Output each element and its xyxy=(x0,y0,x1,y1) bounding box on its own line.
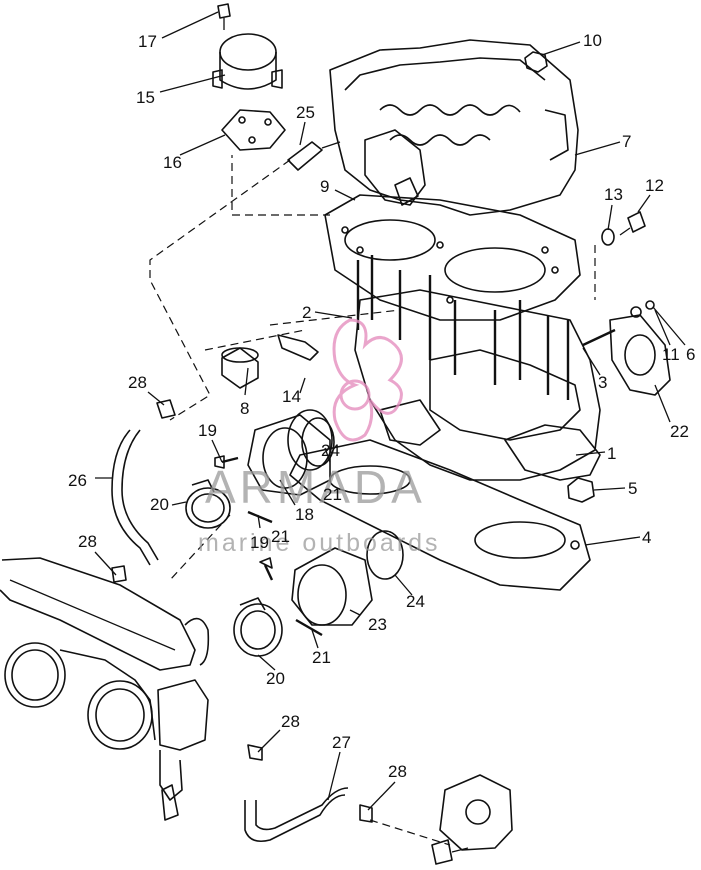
callout-17: 17 xyxy=(138,32,157,51)
callout-7: 7 xyxy=(622,132,631,151)
o-ring-upper xyxy=(301,417,335,467)
reference-lines xyxy=(149,155,596,846)
bleeder-screw xyxy=(217,3,231,30)
callout-1: 1 xyxy=(607,444,616,463)
callout-26: 26 xyxy=(68,471,87,490)
head-gasket xyxy=(324,194,581,321)
callout-10: 10 xyxy=(583,31,602,50)
nut-5 xyxy=(567,477,595,503)
leader-lines xyxy=(94,11,686,811)
bolt-12 xyxy=(619,211,646,236)
callout-3: 3 xyxy=(598,373,607,392)
callout-20a: 20 xyxy=(150,495,169,514)
hose-clamp-upper xyxy=(185,479,231,529)
callout-23: 23 xyxy=(368,615,387,634)
callout-24b: 24 xyxy=(406,592,425,611)
hose-clamps-28 xyxy=(111,399,373,823)
callout-21a: 21 xyxy=(271,527,290,546)
callout-11: 11 xyxy=(662,345,680,364)
callout-27: 27 xyxy=(332,733,351,752)
callout-21b: 21 xyxy=(312,648,331,667)
callout-21c: 21 xyxy=(323,485,342,504)
cylinder-head xyxy=(329,39,579,216)
cylinder-block xyxy=(354,255,601,481)
callout-19a: 19 xyxy=(198,421,217,440)
watermark-text: ARMADA marine outboards xyxy=(198,461,441,557)
callout-28a: 28 xyxy=(128,373,147,392)
watermark-title: ARMADA xyxy=(205,461,426,513)
callout-16: 16 xyxy=(163,153,182,172)
callout-18: 18 xyxy=(295,505,314,524)
callout-19b: 19 xyxy=(250,533,269,552)
screws xyxy=(214,455,323,637)
temperature-sensor xyxy=(287,141,341,171)
callout-12: 12 xyxy=(645,176,664,195)
callout-28b: 28 xyxy=(78,532,97,551)
callout-6: 6 xyxy=(686,345,695,364)
callout-15: 15 xyxy=(136,88,155,107)
thermostat-cover xyxy=(212,33,283,90)
callout-5: 5 xyxy=(628,479,637,498)
callout-22: 22 xyxy=(670,422,689,441)
callout-2: 2 xyxy=(302,303,311,322)
callout-20b: 20 xyxy=(266,669,285,688)
callout-8: 8 xyxy=(240,399,249,418)
fuel-pump xyxy=(431,774,513,865)
probe-14 xyxy=(277,334,319,361)
throttle-body xyxy=(0,557,210,821)
callout-labels: 1 2 3 4 5 6 7 8 9 10 11 12 13 14 15 16 1… xyxy=(68,31,695,781)
nut-10 xyxy=(524,51,548,73)
watermark-logo xyxy=(332,318,403,442)
washer-13 xyxy=(601,228,615,246)
callout-14: 14 xyxy=(282,387,301,406)
intake-adapter-lower xyxy=(291,547,373,626)
hose-26 xyxy=(111,429,159,566)
thermostat-gasket xyxy=(221,109,286,151)
callout-28c: 28 xyxy=(281,712,300,731)
callout-4: 4 xyxy=(642,528,651,547)
callout-24a: 24 xyxy=(321,441,340,460)
exhaust-flange xyxy=(582,300,671,396)
hose-clamp-lower xyxy=(233,597,283,657)
callout-28d: 28 xyxy=(388,762,407,781)
hose-27 xyxy=(244,787,349,843)
callout-9: 9 xyxy=(320,177,329,196)
callout-25: 25 xyxy=(296,103,315,122)
watermark-subtitle: marine outboards xyxy=(198,529,441,557)
o-ring-lower xyxy=(366,530,404,580)
callout-13: 13 xyxy=(604,185,623,204)
sensor-8 xyxy=(221,347,259,389)
